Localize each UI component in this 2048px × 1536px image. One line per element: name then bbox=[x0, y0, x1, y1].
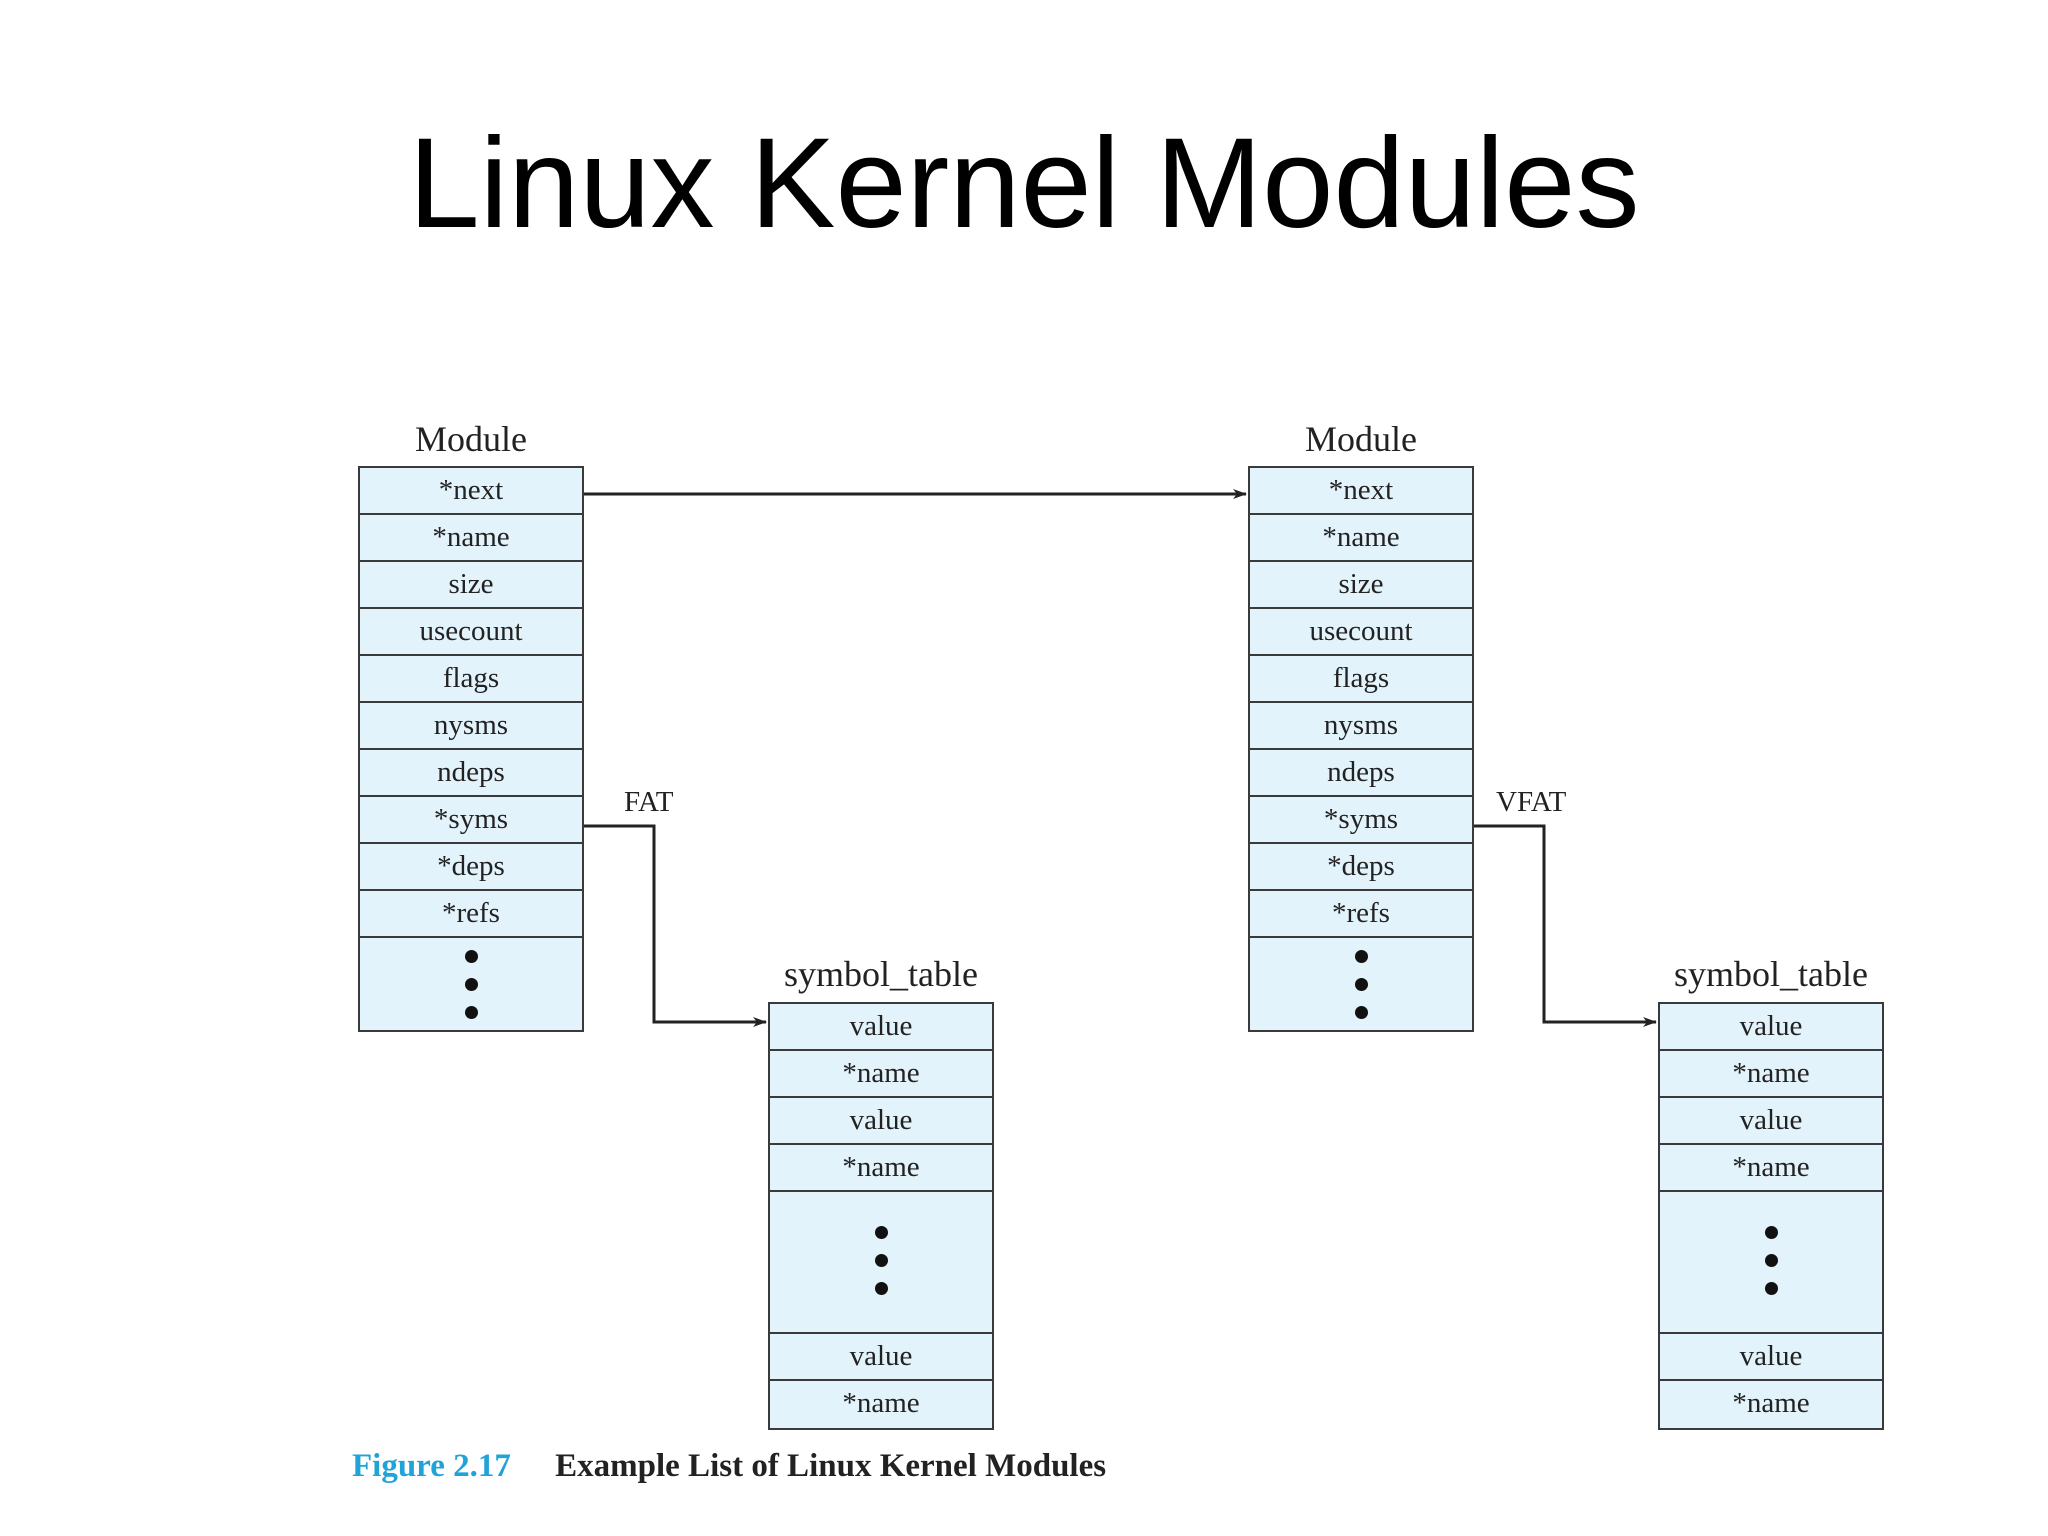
module-1-field-nysms: nysms bbox=[360, 703, 582, 750]
module-2-field-size: size bbox=[1250, 562, 1472, 609]
module-2-ellipsis bbox=[1250, 938, 1472, 1030]
module-1-field-name: *name bbox=[360, 515, 582, 562]
module-1-field-syms: *syms bbox=[360, 797, 582, 844]
module-2-field-ndeps: ndeps bbox=[1250, 750, 1472, 797]
module-1-field-size: size bbox=[360, 562, 582, 609]
module-2-field-nysms: nysms bbox=[1250, 703, 1472, 750]
module-2-struct: *next *name size usecount flags nysms nd… bbox=[1248, 466, 1474, 1032]
ellipsis-dot bbox=[1354, 950, 1368, 963]
symbol-table-1-ellipsis bbox=[770, 1192, 992, 1334]
module-1-field-flags: flags bbox=[360, 656, 582, 703]
symbol-table-2-name: *name bbox=[1732, 1387, 1810, 1419]
symbol-table-2-struct: value *name value *name value *name bbox=[1658, 1002, 1884, 1430]
symbol-table-1-value: value bbox=[770, 1098, 992, 1145]
module-2-field-refs: *refs bbox=[1250, 891, 1472, 938]
module-1-ellipsis bbox=[360, 938, 582, 1030]
figure-number: Figure 2.17 bbox=[352, 1448, 511, 1484]
figure-caption-text: Example List of Linux Kernel Modules bbox=[555, 1448, 1107, 1484]
ellipsis-dot bbox=[464, 978, 478, 991]
module-1-field-next: *next bbox=[360, 468, 582, 515]
module-1-field-usecount: usecount bbox=[360, 609, 582, 656]
module-1-field-deps: *deps bbox=[360, 844, 582, 891]
symbol-table-2-ellipsis bbox=[1660, 1192, 1882, 1334]
ellipsis-dot bbox=[464, 950, 478, 963]
symbol-table-1-value: value bbox=[770, 1334, 992, 1381]
ellipsis-dot bbox=[874, 1254, 888, 1267]
symbol-table-2-name: *name bbox=[1660, 1051, 1882, 1098]
syms-pointer-arrow-2 bbox=[1474, 824, 1657, 1027]
ellipsis-dot bbox=[1354, 978, 1368, 991]
link-label-vfat: VFAT bbox=[1496, 786, 1567, 818]
symbol-table-1-label: symbol_table bbox=[784, 954, 978, 994]
module-1-field-ndeps: ndeps bbox=[360, 750, 582, 797]
module-2-label: Module bbox=[1305, 419, 1417, 459]
syms-pointer-arrow-1 bbox=[584, 824, 767, 1027]
module-2-field-name: *name bbox=[1250, 515, 1472, 562]
ellipsis-dot bbox=[1354, 1006, 1368, 1019]
symbol-table-1-struct: value *name value *name value *name bbox=[768, 1002, 994, 1430]
module-1-label: Module bbox=[415, 419, 527, 459]
module-2-field-deps: *deps bbox=[1250, 844, 1472, 891]
symbol-table-1-name: *name bbox=[842, 1387, 920, 1419]
symbol-table-2-label: symbol_table bbox=[1674, 954, 1868, 994]
link-label-fat: FAT bbox=[624, 786, 674, 818]
module-2-field-syms: *syms bbox=[1250, 797, 1472, 844]
figure-caption: Figure 2.17 Example List of Linux Kernel… bbox=[352, 1448, 1106, 1485]
symbol-table-1-name: *name bbox=[770, 1051, 992, 1098]
ellipsis-dot bbox=[464, 1006, 478, 1019]
symbol-table-2-name: *name bbox=[1660, 1145, 1882, 1192]
ellipsis-dot bbox=[874, 1226, 888, 1239]
module-1-field-refs: *refs bbox=[360, 891, 582, 938]
module-2-field-usecount: usecount bbox=[1250, 609, 1472, 656]
symbol-table-2-value: value bbox=[1660, 1004, 1882, 1051]
module-1-struct: *next *name size usecount flags nysms nd… bbox=[358, 466, 584, 1032]
ellipsis-dot bbox=[1764, 1226, 1778, 1239]
symbol-table-2-value: value bbox=[1660, 1098, 1882, 1145]
symbol-table-2-value: value bbox=[1660, 1334, 1882, 1381]
symbol-table-1-name: *name bbox=[770, 1145, 992, 1192]
module-2-field-flags: flags bbox=[1250, 656, 1472, 703]
module-2-field-next: *next bbox=[1250, 468, 1472, 515]
slide-title: Linux Kernel Modules bbox=[408, 112, 1640, 255]
symbol-table-1-value: value bbox=[770, 1004, 992, 1051]
ellipsis-dot bbox=[874, 1282, 888, 1295]
ellipsis-dot bbox=[1764, 1282, 1778, 1295]
ellipsis-dot bbox=[1764, 1254, 1778, 1267]
